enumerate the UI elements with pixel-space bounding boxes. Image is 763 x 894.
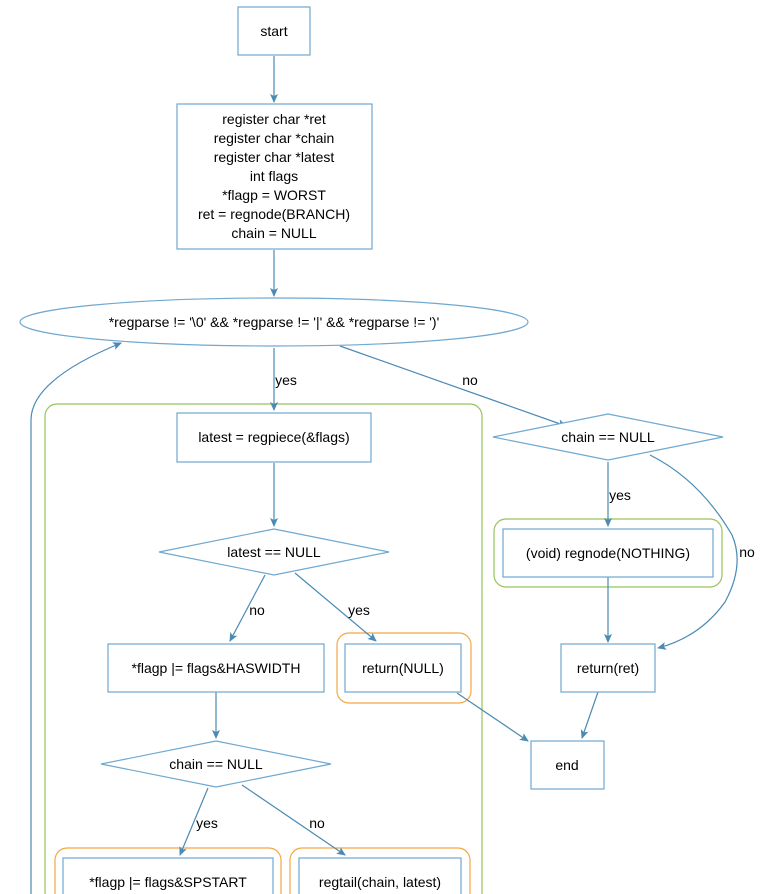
edge-label-outer-yes: yes [609, 487, 631, 503]
latest-null-label: latest == NULL [227, 544, 321, 560]
void-regnode-label: (void) regnode(NOTHING) [526, 545, 690, 561]
edge-label-outer-no: no [739, 544, 755, 560]
edge-latest-yes [294, 572, 377, 642]
decl-line: int flags [250, 168, 298, 184]
edge-label-loop-yes: yes [275, 372, 297, 388]
return-null-node [344, 643, 462, 693]
chain-null-inner-label: chain == NULL [169, 756, 263, 772]
chain-null-outer-decision [492, 413, 724, 461]
flag-spstart-node [62, 857, 274, 894]
flag-haswidth-label: *flagp |= flags&HASWIDTH [132, 660, 301, 676]
regtail-node [298, 857, 462, 894]
decl-line: *flagp = WORST [222, 187, 326, 203]
latest-assign-node [176, 412, 372, 463]
edge-return-end [580, 691, 599, 739]
edge-loop-back [30, 342, 122, 894]
decl-line: chain = NULL [231, 225, 316, 241]
start-node [237, 6, 311, 56]
edge-latest-no [229, 574, 266, 642]
chain-null-outer-label: chain == NULL [561, 429, 655, 445]
declarations-node [176, 103, 373, 250]
return-ret-node [560, 643, 656, 693]
flag-spstart-group [54, 847, 282, 894]
edge-label-loop-no: no [462, 372, 478, 388]
loop-condition-label: *regparse != '\0' && *regparse != '|' &&… [109, 314, 440, 330]
return-ret-label: return(ret) [577, 660, 639, 676]
loop-condition-node [19, 297, 529, 347]
chain-null-inner-decision [100, 740, 332, 788]
edge-label-inner-yes: yes [196, 815, 218, 831]
edge-outer-no [649, 454, 738, 650]
flag-spstart-label: *flagp |= flags&SPSTART [89, 874, 247, 890]
regtail-group [289, 847, 471, 894]
edge-label-inner-no: no [309, 815, 325, 831]
regtail-label: regtail(chain, latest) [319, 874, 441, 890]
decl-line: ret = regnode(BRANCH) [198, 206, 350, 222]
loop-body-group [44, 403, 483, 894]
decl-line: register char *latest [214, 149, 335, 165]
return-null-label: return(NULL) [362, 660, 444, 676]
latest-assign-label: latest = regpiece(&flags) [198, 429, 349, 445]
start-label: start [260, 23, 287, 39]
edge-returnnull-end [456, 692, 529, 742]
edge-label-latest-no: no [249, 602, 265, 618]
flag-haswidth-node [107, 643, 325, 693]
edge-inner-no [241, 784, 346, 856]
edge-inner-yes [179, 787, 209, 856]
latest-null-decision [158, 528, 390, 576]
edge-label-latest-yes: yes [348, 602, 370, 618]
decl-line: register char *chain [214, 130, 335, 146]
void-regnode-node [502, 528, 714, 578]
edge-loop-no [339, 345, 567, 428]
return-null-group [336, 632, 472, 704]
decl-line: register char *ret [222, 111, 326, 127]
end-label: end [555, 757, 578, 773]
end-node [530, 740, 605, 790]
